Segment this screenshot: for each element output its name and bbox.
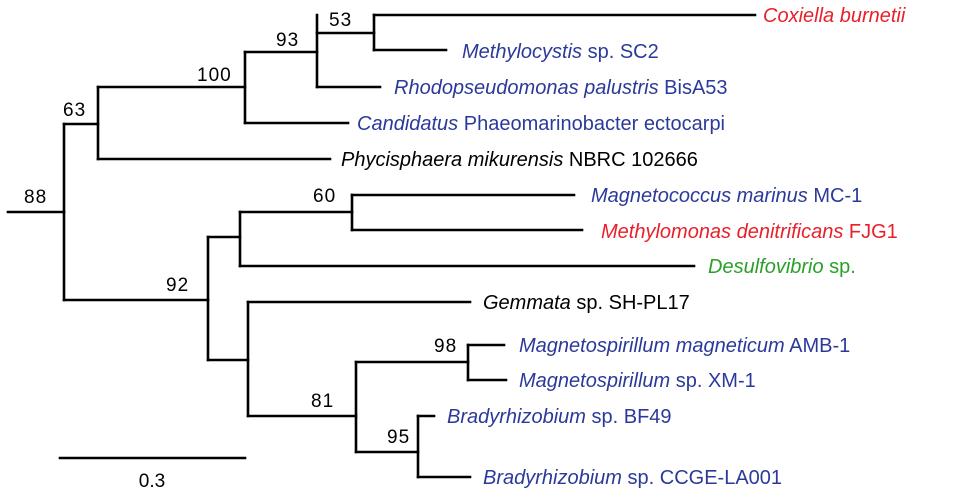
taxon-genus-species: Rhodopseudomonas palustris xyxy=(394,77,659,99)
support-98: 98 xyxy=(434,336,457,357)
support-88: 88 xyxy=(24,187,47,208)
taxon-genus-species: Bradyrhizobium xyxy=(483,467,622,489)
taxon-label: Magnetococcus marinus MC-1 xyxy=(591,185,862,207)
taxon-genus-species: Magnetospirillum magneticum xyxy=(519,335,785,357)
support-100: 100 xyxy=(197,65,232,86)
taxon-genus-species: Methylomonas denitrificans xyxy=(601,221,843,243)
taxon-strain: NBRC 102666 xyxy=(563,149,698,171)
support-81: 81 xyxy=(311,391,334,412)
taxon-label: Candidatus Phaeomarinobacter ectocarpi xyxy=(357,113,725,135)
taxon-strain: sp. xyxy=(824,256,856,278)
support-95: 95 xyxy=(387,427,410,448)
taxon-genus-species: Magnetococcus marinus xyxy=(591,185,808,207)
taxon-genus-species: Coxiella burnetii xyxy=(763,5,906,27)
bootstrap-values: 53 93 100 63 88 60 92 98 81 95 xyxy=(24,10,457,448)
taxon-label: Methylocystis sp. SC2 xyxy=(462,41,659,63)
support-93: 93 xyxy=(276,30,299,51)
taxon-strain: BisA53 xyxy=(659,77,728,99)
taxon-strain: sp. XM-1 xyxy=(670,370,756,392)
taxon-label: Phycisphaera mikurensis NBRC 102666 xyxy=(341,149,698,171)
support-63: 63 xyxy=(63,100,86,121)
taxon-strain: FJG1 xyxy=(843,221,897,243)
scale-bar: 0.3 xyxy=(58,456,247,492)
taxon-strain: AMB-1 xyxy=(785,335,851,357)
taxon-genus-species: Methylocystis xyxy=(462,41,582,63)
taxon-genus-species: Desulfovibrio xyxy=(708,256,824,278)
taxon-strain: sp. SH-PL17 xyxy=(571,292,690,314)
taxon-strain: MC-1 xyxy=(808,185,862,207)
taxon-label: Magnetospirillum sp. XM-1 xyxy=(519,370,756,392)
taxon-genus-species: Gemmata xyxy=(483,292,571,314)
taxon-label: Rhodopseudomonas palustris BisA53 xyxy=(394,77,728,99)
taxon-label: Desulfovibrio sp. xyxy=(708,256,856,278)
taxon-genus-species: Phycisphaera mikurensis xyxy=(341,149,563,171)
taxon-genus-species: Bradyrhizobium xyxy=(447,406,586,428)
support-60: 60 xyxy=(313,186,336,207)
support-92: 92 xyxy=(166,275,189,296)
taxon-label: Bradyrhizobium sp. CCGE-LA001 xyxy=(483,467,782,489)
scale-bar-label: 0.3 xyxy=(139,471,165,492)
taxon-label: Methylomonas denitrificans FJG1 xyxy=(601,221,898,243)
taxon-genus-species: Candidatus xyxy=(357,113,458,135)
taxon-genus-species: Magnetospirillum xyxy=(519,370,670,392)
taxon-label: Magnetospirillum magneticum AMB-1 xyxy=(519,335,850,357)
taxon-label: Coxiella burnetii xyxy=(763,5,906,27)
taxon-label: Bradyrhizobium sp. BF49 xyxy=(447,406,672,428)
taxon-strain: sp. BF49 xyxy=(586,406,672,428)
tree-branches xyxy=(6,13,757,479)
taxon-strain: sp. SC2 xyxy=(582,41,659,63)
support-53: 53 xyxy=(329,10,352,31)
taxon-labels: Coxiella burnetii Methylocystis sp. SC2 … xyxy=(341,5,906,489)
taxon-strain: sp. CCGE-LA001 xyxy=(622,467,782,489)
taxon-label: Gemmata sp. SH-PL17 xyxy=(483,292,690,314)
taxon-strain: Phaeomarinobacter ectocarpi xyxy=(458,113,725,135)
